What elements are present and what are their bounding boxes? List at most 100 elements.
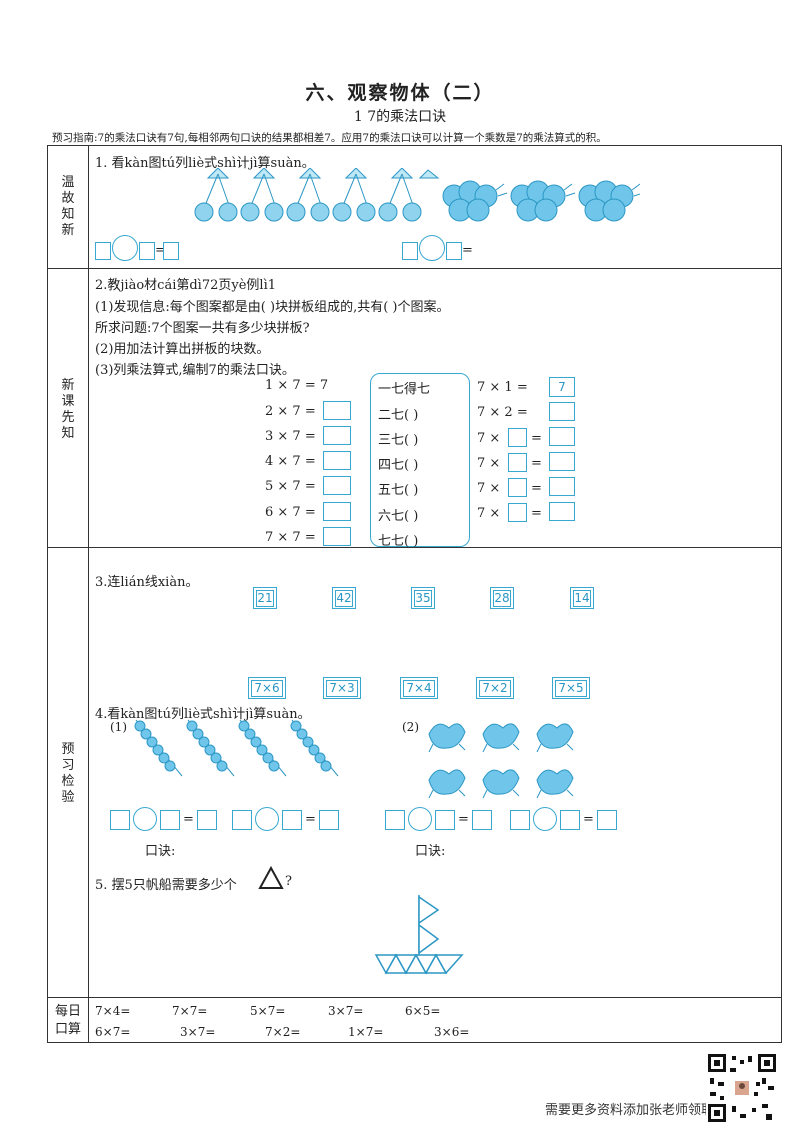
- daily-problem: 3×6=: [434, 1025, 470, 1039]
- sail-triangle-icon: [418, 895, 440, 925]
- rhyme-line: 一七得七: [378, 382, 431, 397]
- daily-problem: 3×7=: [180, 1025, 216, 1039]
- operator-circle[interactable]: [133, 807, 157, 831]
- answer-box[interactable]: [435, 810, 455, 830]
- expression-card[interactable]: 7×5: [552, 677, 590, 699]
- number-card-label: 14: [573, 590, 591, 607]
- section-label-review: 温故知新: [61, 175, 75, 238]
- fruit-cluster-icon: [510, 180, 576, 222]
- answer-box[interactable]: [323, 527, 351, 546]
- leaf-cluster-icon: [428, 769, 466, 799]
- rhyme-label: 口诀:: [415, 844, 446, 859]
- answer-box[interactable]: [597, 810, 617, 830]
- answer-box[interactable]: 7: [549, 377, 575, 397]
- leaf-cluster-icon: [536, 769, 574, 799]
- skewers-illustration: [134, 719, 339, 777]
- answer-box[interactable]: [110, 810, 130, 830]
- number-card[interactable]: 21: [253, 587, 277, 609]
- daily-problem: 7×2=: [265, 1025, 301, 1039]
- answer-box[interactable]: [472, 810, 492, 830]
- multiplication-equation: 7 ×: [477, 431, 501, 446]
- answer-box[interactable]: [282, 810, 302, 830]
- sail-triangle-icon: [418, 923, 440, 955]
- multiplication-equation: 4 × 7 =: [265, 454, 316, 469]
- answer-box[interactable]: [323, 401, 351, 420]
- section-label-daily: 每日口算: [54, 1004, 81, 1037]
- operator-circle[interactable]: [533, 807, 557, 831]
- daily-problem: 7×7=: [172, 1004, 208, 1018]
- rhyme-line: 七七( ): [378, 534, 419, 549]
- answer-box[interactable]: [232, 810, 252, 830]
- answer-box[interactable]: [160, 810, 180, 830]
- leaf-cluster-icon: [428, 723, 466, 753]
- equals-sign: =: [531, 506, 542, 521]
- answer-box[interactable]: [95, 242, 111, 260]
- expression-card[interactable]: 7×4: [400, 677, 438, 699]
- multiplier-box[interactable]: [508, 453, 527, 472]
- rhyme-label: 口诀:: [145, 844, 176, 859]
- leaf-clusters-illustration: [428, 723, 574, 799]
- expression-card[interactable]: 7×2: [476, 677, 514, 699]
- operator-circle[interactable]: [419, 235, 445, 261]
- operator-circle[interactable]: [255, 807, 279, 831]
- equals-sign: =: [155, 243, 166, 258]
- answer-box[interactable]: [549, 452, 575, 471]
- question-2: 2.教jiào材cái第dì72页yè例lì1: [95, 278, 277, 293]
- answer-box[interactable]: [446, 242, 462, 260]
- expression-card[interactable]: 7×6: [248, 677, 286, 699]
- section-label-preview: 预习检验: [61, 742, 75, 805]
- leaf-cluster-icon: [536, 723, 574, 753]
- operator-circle[interactable]: [408, 807, 432, 831]
- lesson-subtitle: 1 7的乘法口诀: [353, 109, 447, 125]
- triangle-icon: [258, 866, 284, 889]
- answer-box[interactable]: [402, 242, 418, 260]
- daily-problem: 5×7=: [250, 1004, 286, 1018]
- answer-box[interactable]: [139, 242, 155, 260]
- answer-box[interactable]: [197, 810, 217, 830]
- operator-circle[interactable]: [112, 235, 138, 261]
- answer-box[interactable]: [323, 476, 351, 495]
- multiplication-equation: 6 × 7 =: [265, 505, 316, 520]
- answer-box[interactable]: [385, 810, 405, 830]
- answer-box[interactable]: [323, 426, 351, 445]
- answer-box[interactable]: [549, 402, 575, 421]
- fruit-cluster-icon: [442, 180, 508, 222]
- multiplier-box[interactable]: [508, 428, 527, 447]
- number-card[interactable]: 14: [570, 587, 594, 609]
- expression-card-label: 7×6: [251, 680, 283, 697]
- multiplication-equation: 7 ×: [477, 506, 501, 521]
- number-card-label: 35: [414, 590, 432, 607]
- question-2-part-2: (2)用加法计算出拼板的块数。: [95, 342, 270, 357]
- skewer-icon: [290, 719, 339, 777]
- fruit-cluster-icon: [578, 180, 640, 222]
- answer-box[interactable]: [319, 810, 339, 830]
- answer-box[interactable]: [560, 810, 580, 830]
- answer-box[interactable]: [163, 242, 179, 260]
- daily-problem: 1×7=: [348, 1025, 384, 1039]
- answer-box[interactable]: [549, 427, 575, 446]
- answer-box[interactable]: [510, 810, 530, 830]
- expression-card[interactable]: 7×3: [323, 677, 361, 699]
- answer-box[interactable]: [549, 477, 575, 496]
- multiplier-box[interactable]: [508, 478, 527, 497]
- answer-box[interactable]: [323, 451, 351, 470]
- qr-code-icon[interactable]: [706, 1052, 778, 1124]
- multiplier-box[interactable]: [508, 503, 527, 522]
- cherry-icon: [418, 169, 440, 179]
- question-4: 4.看kàn图tú列liè式shì计jì算suàn。: [95, 707, 311, 722]
- skewer-icon: [238, 719, 287, 777]
- number-card[interactable]: 42: [332, 587, 356, 609]
- daily-problem: 3×7=: [328, 1004, 364, 1018]
- daily-problem: 6×7=: [95, 1025, 131, 1039]
- number-card[interactable]: 35: [411, 587, 435, 609]
- equals-sign: =: [458, 812, 469, 827]
- skewer-icon: [134, 719, 183, 777]
- worksheet-table: [47, 145, 782, 1043]
- expression-card-label: 7×2: [479, 680, 511, 697]
- cherries-illustration: [194, 168, 440, 222]
- equals-sign: =: [531, 456, 542, 471]
- answer-box[interactable]: [323, 502, 351, 521]
- answer-box[interactable]: [549, 502, 575, 521]
- daily-problem: 7×4=: [95, 1004, 131, 1018]
- number-card[interactable]: 28: [490, 587, 514, 609]
